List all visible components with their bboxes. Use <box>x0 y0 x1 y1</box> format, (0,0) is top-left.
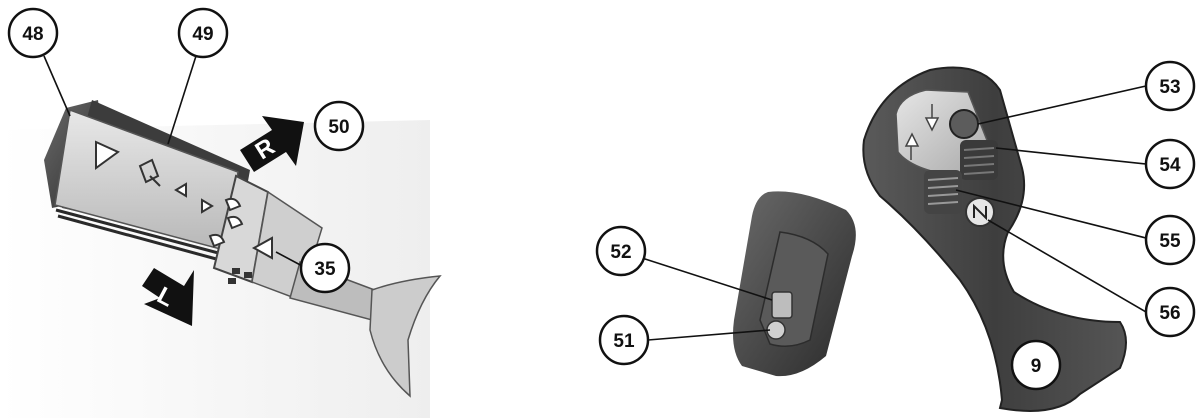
callout-56-label: 56 <box>1159 303 1180 324</box>
callout-9-label: 9 <box>1031 356 1042 377</box>
joystick-top-button <box>950 110 978 138</box>
callout-53-label: 53 <box>1159 77 1180 98</box>
leader-48 <box>44 56 70 116</box>
control-joystick <box>863 68 1126 411</box>
side-unit-rocker <box>772 292 792 318</box>
callout-54: 54 <box>1146 140 1194 188</box>
callout-49-label: 49 <box>192 24 213 45</box>
callout-50: 50 <box>315 102 363 150</box>
callout-55-label: 55 <box>1159 231 1181 252</box>
lower-thumbwheel <box>924 170 962 214</box>
callout-35-label: 35 <box>314 259 336 280</box>
side-switch-unit <box>733 191 856 376</box>
callout-35: 35 <box>301 244 349 292</box>
callout-51: 51 <box>600 316 648 364</box>
upper-thumbwheel <box>960 140 998 180</box>
callout-9: 9 <box>1012 341 1060 389</box>
callout-54-label: 54 <box>1159 155 1181 176</box>
callout-48: 48 <box>9 9 57 57</box>
callout-55: 55 <box>1146 216 1194 264</box>
callout-52-label: 52 <box>610 242 631 263</box>
callout-51-label: 51 <box>613 331 635 352</box>
callout-48-label: 48 <box>22 24 43 45</box>
callout-50-label: 50 <box>328 117 349 138</box>
callout-52: 52 <box>597 227 645 275</box>
callout-49: 49 <box>179 9 227 57</box>
callout-56: 56 <box>1146 288 1194 336</box>
callout-53: 53 <box>1146 62 1194 110</box>
